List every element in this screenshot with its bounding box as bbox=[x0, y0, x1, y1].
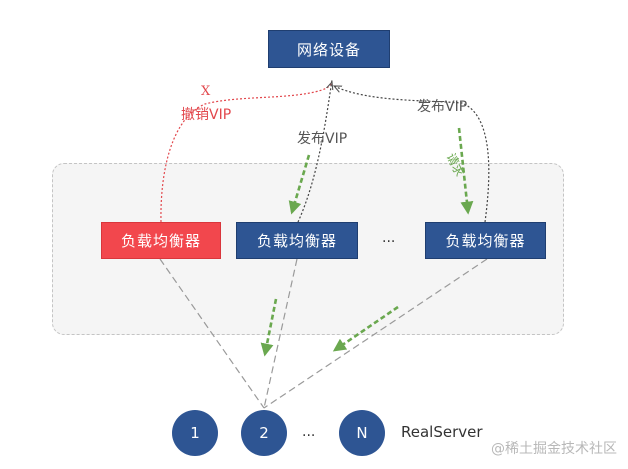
network-device-node: 网络设备 bbox=[268, 30, 390, 68]
revoke-x-mark: X bbox=[201, 84, 211, 99]
green-arrow-to-lb2 bbox=[288, 154, 311, 215]
load-balancer-ellipsis: ... bbox=[382, 230, 396, 246]
network-device-label: 网络设备 bbox=[296, 40, 361, 59]
load-balancer-node-1: 负载均衡器 bbox=[101, 222, 221, 259]
publish-vip-label-1: 发布VIP bbox=[297, 131, 348, 147]
green-arrow-to-server-right bbox=[332, 305, 399, 352]
lb2-to-server-line bbox=[263, 258, 298, 409]
publish-vip-label-2: 发布VIP bbox=[417, 99, 468, 115]
real-server-label-n: N bbox=[356, 424, 368, 442]
publish-vip-line-1 bbox=[297, 79, 333, 223]
real-server-node-n: N bbox=[339, 410, 385, 456]
load-balancer-label-3: 负载均衡器 bbox=[445, 232, 526, 250]
lb1-to-server-line bbox=[159, 258, 265, 409]
revoke-vip-line bbox=[160, 82, 332, 223]
real-server-node-1: 1 bbox=[172, 410, 218, 456]
real-server-ellipsis: ... bbox=[302, 424, 316, 440]
real-server-node-2: 2 bbox=[241, 410, 287, 456]
revoke-vip-label: 撤销VIP bbox=[181, 107, 232, 123]
green-arrow-to-lb3 bbox=[457, 127, 474, 215]
real-server-label-2: 2 bbox=[259, 424, 269, 442]
load-balancer-node-2: 负载均衡器 bbox=[236, 222, 358, 259]
publish-vip-line-2 bbox=[334, 86, 490, 223]
load-balancer-label-1: 负载均衡器 bbox=[120, 232, 201, 250]
load-balancer-label-2: 负载均衡器 bbox=[256, 232, 337, 250]
real-server-label-1: 1 bbox=[190, 424, 200, 442]
watermark-text: @稀土掘金技术社区 bbox=[491, 441, 617, 457]
load-balancer-node-3: 负载均衡器 bbox=[425, 222, 546, 259]
green-arrow-to-server-left bbox=[260, 298, 278, 357]
lb3-to-server-line bbox=[263, 258, 488, 409]
realserver-label: RealServer bbox=[401, 423, 483, 441]
